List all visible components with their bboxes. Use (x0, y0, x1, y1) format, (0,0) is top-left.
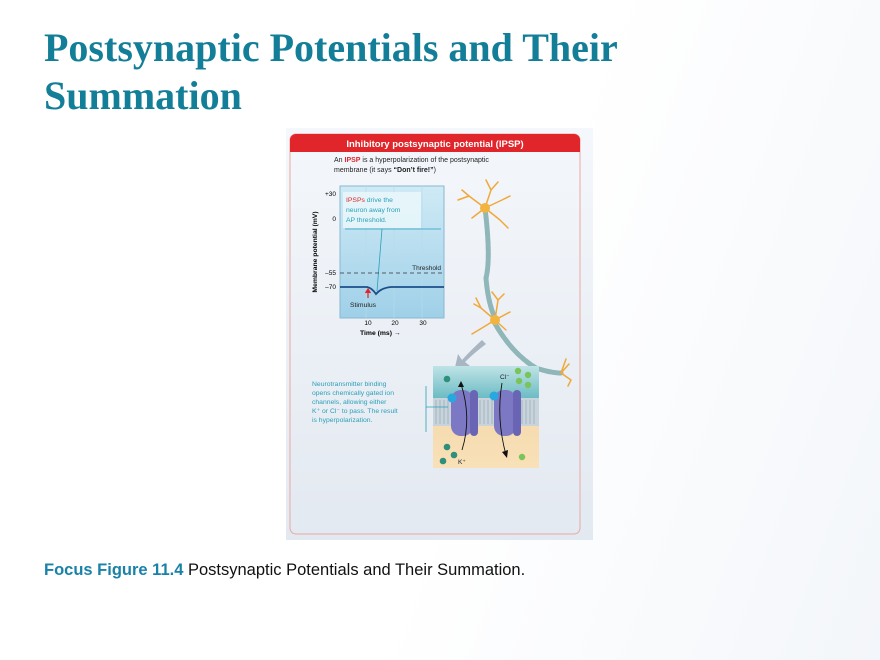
caption-text: Postsynaptic Potentials and Their Summat… (183, 561, 526, 579)
ytick: 0 (332, 216, 336, 223)
potassium-label: K⁺ (458, 459, 466, 466)
ytick: +30 (325, 191, 336, 198)
ytick: –55 (325, 270, 336, 277)
caption-label: Focus Figure 11.4 (44, 561, 184, 579)
ion-channel-diagram: Cl⁻ K⁺ (433, 366, 539, 468)
xtick: 10 (364, 320, 372, 327)
svg-text:K⁺ or Cl⁻ to pass. The result: K⁺ or Cl⁻ to pass. The result (312, 408, 398, 415)
graph-note-line1: IPSPs drive the (346, 197, 393, 204)
xtick: 20 (391, 320, 399, 327)
callout-text: Neurotransmitter binding opens chemicall… (312, 381, 398, 424)
y-axis-label: Membrane potential (mV) (312, 211, 319, 292)
stimulus-label: Stimulus (350, 302, 377, 309)
ipsp-trace (340, 286, 444, 296)
figure-subtitle-line1: An IPSP is a hyperpolarization of the po… (334, 157, 489, 164)
ipsp-figure: Inhibitory postsynaptic potential (IPSP)… (286, 128, 593, 540)
svg-text:Neurotransmitter binding: Neurotransmitter binding (312, 381, 387, 388)
xtick: 30 (419, 320, 427, 327)
slide-title: Postsynaptic Potentials and Their Summat… (44, 25, 618, 118)
svg-text:is hyperpolarization.: is hyperpolarization. (312, 417, 373, 424)
graph-note-line2: neuron away from (346, 207, 401, 214)
threshold-label: Threshold (412, 265, 441, 272)
ytick: –70 (325, 284, 336, 291)
zoom-arrow (454, 340, 486, 372)
graph-note-line3: AP threshold. (346, 217, 387, 224)
chloride-label: Cl⁻ (500, 374, 510, 381)
figure-caption: Focus Figure 11.4 Postsynaptic Potential… (44, 561, 525, 580)
svg-text:opens chemically gated ion: opens chemically gated ion (312, 390, 394, 397)
svg-text:channels, allowing either: channels, allowing either (312, 399, 387, 406)
membrane-potential-graph: IPSPs drive the neuron away from AP thre… (312, 185, 445, 337)
x-axis-label: Time (ms) → (360, 330, 401, 337)
figure-subtitle-line2: membrane (it says “Don’t fire!”) (334, 167, 436, 174)
figure-header: Inhibitory postsynaptic potential (IPSP) (346, 139, 523, 150)
figure-header-bar (290, 134, 580, 152)
